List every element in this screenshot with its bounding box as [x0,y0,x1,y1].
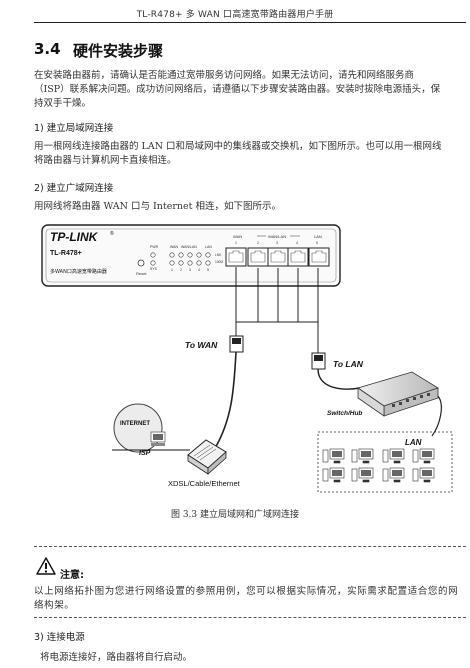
router-brand: TP-LINK [50,230,99,244]
note-text: 以上网络拓扑图为您进行网络设置的参照用例，您可以根据实际情况，实际需求配置适合您… [34,585,462,613]
step-3-title: 3) 连接电源 [34,632,85,643]
intro-line-1: 在安装路由器前，请确认是否能通过宽带服务访问网络。如果无法访问，请先和网络服务商 [34,70,415,81]
port-wan-label: WAN [233,234,242,239]
internet-cloud [113,403,166,453]
intro-line-3: 持双手干燥。 [34,98,92,109]
internet-label: INTERNET [120,421,150,427]
xdsl-label: XDSL/Cable/Ethernet [168,479,241,488]
led-num-4: 4 [198,268,200,272]
router-model: TL-R478+ [50,250,82,257]
led-wan-label: WAN [170,245,179,249]
step-1-line-2: 将路由器与计算机网卡直接相连。 [34,155,177,166]
port-num-5: 5 [316,241,318,245]
warning-icon [36,557,56,575]
step-2-title: 2) 建立广域网连接 [34,183,114,194]
figure-caption: 图 3.3 建立局域网和广域网连接 [170,510,300,520]
section-title: 硬件安装步骤 [73,42,164,60]
lan-plug [311,352,361,390]
step-3-line-1: 将电源连接好，路由器将自行启动。 [40,652,193,663]
page-header: TL-R478+ 多 WAN 口高速宽带路由器用户手册 [136,10,334,20]
note-line-1: 以上网络拓扑图为您进行网络设置的参照用例，您可以根据实际情况，实际需求配置适合您… [34,586,459,597]
led-num-1: 1 [171,268,173,272]
router: TP-LINK ® TL-R478+ 多WAN口高速宽带路由器 Reset PW… [41,224,341,287]
wan-plug [213,335,244,451]
section-number: 3.4 [34,40,61,58]
step-1-paragraph: 用一根网线连接路由器的 LAN 口和局域网中的集线器或交换机，如下图所示。也可以… [34,140,464,168]
led-num-2: 2 [180,268,182,272]
router-brand-mark: ® [110,230,114,237]
step-1-line-1: 用一根网线连接路由器的 LAN 口和局域网中的集线器或交换机，如下图所示。也可以… [34,141,442,152]
led-sys-label: SYS [150,267,158,271]
port-4 [287,247,309,267]
lan-group [317,431,453,493]
switch-label: Switch/Hub [327,410,362,417]
step-2-line-1: 用网线将路由器 WAN 口与 Internet 相连，如下图所示。 [34,201,281,212]
step-1-title: 1) 建立局域网连接 [34,123,114,134]
intro-line-2: （ISP）联系解决问题。成功访问网络后，请遵循以下步骤安装路由器。安装时拔除电源… [34,84,441,95]
switch-hub [357,371,442,437]
led-lan-label: LAN [205,245,212,249]
note-bottom-divider [34,617,466,618]
port-cables [235,267,319,355]
note-label: 注意: [60,570,84,581]
port-num-1: 1 [235,241,237,245]
lan-label: LAN [405,438,422,447]
led-num-5: 5 [207,268,209,272]
led-lnk-label: LNK [215,253,222,257]
intro-paragraph: 在安装路由器前，请确认是否能通过宽带服务访问网络。如果无法访问，请先和网络服务商… [34,69,464,111]
led-num-3: 3 [189,268,191,272]
port-num-4: 4 [296,241,298,245]
reset-label: Reset [136,271,147,276]
port-wanlan-label: WAN/LAN [268,234,286,239]
modem [187,439,227,475]
led-pwr-label: PWR [150,245,159,249]
port-lan [308,247,330,267]
led-100m-label: 100M [215,260,223,264]
port-wan [225,247,247,267]
port-lan-label: LAN [314,234,322,239]
reset-button [137,259,145,267]
note-top-divider [34,546,466,547]
to-lan-label: To LAN [333,359,364,369]
router-subtitle: 多WAN口高速宽带路由器 [50,268,107,275]
header-divider [34,22,466,23]
port-num-2: 2 [257,241,259,245]
to-wan-label: To WAN [185,340,218,350]
led-wan-lan-label: WAN/LAN [181,245,197,249]
isp-label: ISP [139,450,151,457]
step-2-paragraph: 用网线将路由器 WAN 口与 Internet 相连，如下图所示。 [34,200,464,214]
port-num-3: 3 [276,241,278,245]
note-line-2: 络构架。 [34,600,75,611]
